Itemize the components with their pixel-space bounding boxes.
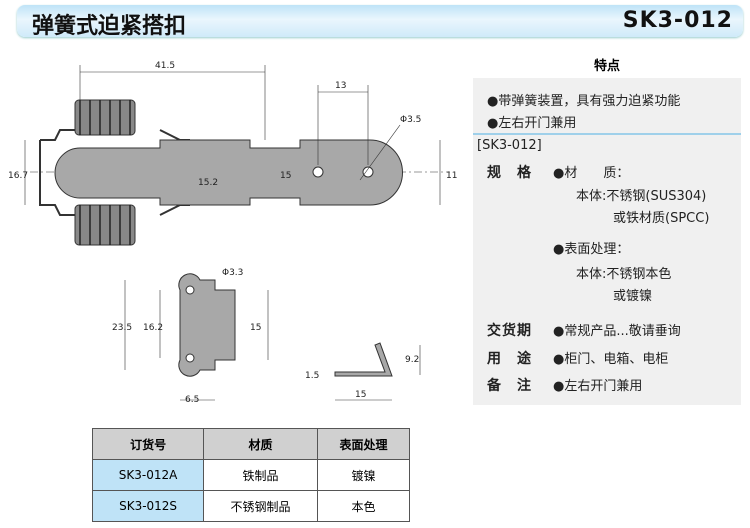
table-header: 表面处理: [316, 428, 411, 460]
note-label: 备 注: [487, 378, 532, 394]
dim-label: 1.5: [305, 371, 319, 381]
surface-cell: 本色: [316, 490, 411, 522]
dim-label: 15: [355, 390, 366, 400]
features-title: 特点: [593, 59, 620, 74]
divider: [473, 133, 741, 135]
delivery-value: ●常规产品...敬请垂询: [553, 324, 681, 339]
dim-label: 9.2: [405, 355, 419, 365]
dim-label: 15.2: [198, 178, 218, 188]
delivery-label: 交货期: [487, 323, 532, 339]
material-cell: 铁制品: [203, 459, 318, 491]
use-label: 用 途: [487, 351, 532, 367]
dim-label: 41.5: [155, 61, 175, 71]
use-value: ●柜门、电箱、电柜: [553, 352, 669, 367]
dim-label: 6.5: [185, 395, 199, 405]
material-alt: 或铁材质(SPCC): [613, 211, 710, 226]
product-title: 弹簧式迫紧搭扣: [32, 14, 187, 39]
order-code: SK3-012S: [91, 490, 205, 522]
dim-label: Φ3.5: [400, 115, 421, 125]
feature-item: ●左右开门兼用: [487, 116, 577, 131]
dim-label: Φ3.3: [222, 268, 243, 278]
table-header: 订货号: [91, 428, 205, 460]
spec-panel: ●带弹簧装置，具有强力迫紧功能 ●左右开门兼用 [SK3-012] 规 格 ●材…: [473, 78, 741, 405]
dim-label: 13: [335, 81, 346, 91]
dim-label: 11: [446, 171, 457, 181]
order-code: SK3-012A: [91, 459, 205, 491]
spec-code: [SK3-012]: [477, 138, 542, 153]
product-model: SK3-012: [622, 8, 733, 33]
dim-label: 23.5: [112, 323, 132, 333]
hook-drawing: [334, 342, 421, 401]
title-bar: 弹簧式迫紧搭扣 SK3-012: [17, 5, 743, 39]
surface-body: 本体:不锈钢本色: [576, 267, 672, 282]
feature-item: ●带弹簧装置，具有强力迫紧功能: [487, 94, 681, 109]
surface-label: ●表面处理：: [553, 242, 630, 257]
surface-cell: 镀镍: [316, 459, 411, 491]
bracket-drawing: [124, 273, 269, 401]
dim-label: 15: [250, 323, 261, 333]
surface-alt: 或镀镍: [613, 289, 653, 304]
dim-label: 16.2: [143, 323, 163, 333]
material-body: 本体:不锈钢(SUS304): [576, 189, 707, 204]
material-cell: 不锈钢制品: [203, 490, 318, 522]
material-label: ●材 质：: [553, 166, 630, 181]
note-value: ●左右开门兼用: [553, 379, 643, 394]
technical-drawing: 41.5 13 Φ3.5 16.7 15.2 15 11 Φ3.3 23.5 1…: [8, 61, 457, 405]
dim-label: 16.7: [8, 171, 28, 181]
spec-label: 规 格: [487, 165, 532, 181]
top-view-drawing: [24, 65, 450, 246]
dim-label: 15: [280, 171, 291, 181]
table-header: 材质: [203, 428, 318, 460]
